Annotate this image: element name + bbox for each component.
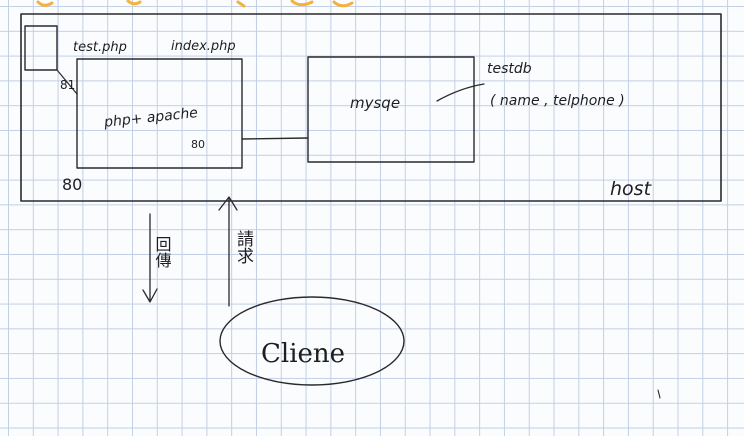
php-apache-label: php+ apache: [102, 105, 198, 131]
request-arrow: [218, 196, 238, 307]
pen-tick: [657, 389, 661, 399]
test-php-file-box: [24, 25, 58, 71]
port-80-inner-label: 80: [191, 138, 205, 151]
testdb-columns-label: ( name , telphone ): [490, 93, 625, 109]
response-arrow: [142, 213, 158, 303]
test-php-label: test.php: [73, 40, 127, 55]
host-box: [20, 13, 722, 202]
apache-mysql-link: [241, 137, 309, 140]
request-label: 請求: [233, 230, 254, 264]
client-label: Cliene: [261, 339, 345, 369]
index-php-label: index.php: [171, 39, 236, 54]
file-to-apache-line: [56, 69, 78, 95]
php-apache-box: [76, 58, 243, 169]
mysql-box: [307, 56, 475, 163]
testdb-pointer: [436, 83, 485, 102]
host-label: host: [610, 178, 653, 200]
client-ellipse: [219, 296, 405, 386]
mysql-label: mysqe: [350, 94, 400, 112]
highlighter-marks: [36, 0, 354, 8]
response-label: 回傳: [153, 236, 172, 268]
port-80-outer-label: 80: [62, 175, 82, 194]
testdb-label: testdb: [487, 61, 532, 77]
port-81-label: 81: [60, 78, 75, 92]
